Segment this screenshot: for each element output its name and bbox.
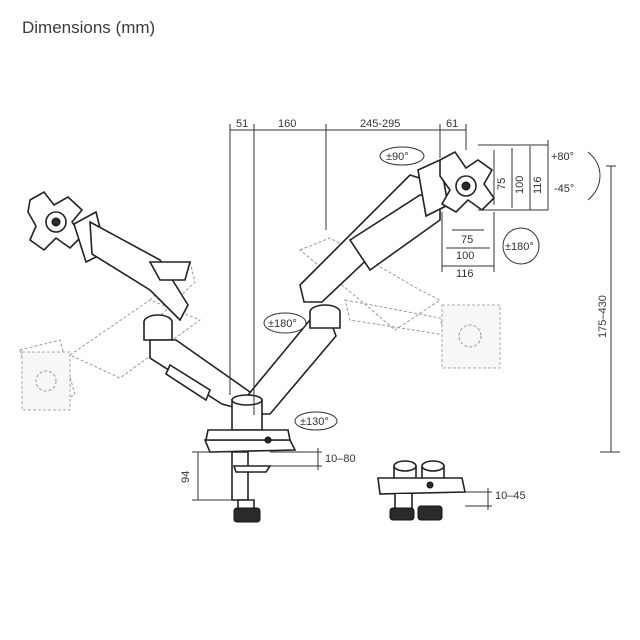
tilt-arrow [587, 151, 601, 201]
rotation-180-mid-label: ±180° [268, 318, 297, 330]
dim-245-295: 245-295 [360, 118, 400, 130]
dim-61: 61 [446, 118, 458, 130]
top-dimension-lines [229, 124, 467, 415]
left-vesa-plate [27, 190, 84, 252]
rotation-180-right-label: ±180° [505, 241, 534, 253]
right-upper-arm [299, 174, 441, 303]
page-title: Dimensions (mm) [22, 18, 156, 37]
dim-160: 160 [278, 118, 296, 130]
vesa-h75: 75 [496, 178, 508, 190]
rotation-90-arrow [379, 146, 425, 166]
left-elbow-joint [143, 314, 173, 341]
clamp-range-label: 10–80 [325, 453, 356, 465]
rotation-130-arrow [294, 411, 338, 431]
tilt-down-label: -45° [554, 183, 574, 195]
clamp-height-dim [192, 451, 232, 501]
clamp-range-dim [270, 448, 322, 470]
right-vesa-plate [439, 150, 496, 213]
height-range-line [600, 165, 620, 453]
height-range-label: 175–430 [597, 295, 609, 338]
right-elbow-joint [309, 304, 341, 329]
ghost-right-vesa-plate [441, 304, 501, 369]
rotation-90-label: ±90° [386, 151, 409, 163]
vesa-w100: 100 [456, 250, 474, 262]
vesa-horizontal-dims [441, 212, 495, 272]
ghost-right-arm [299, 237, 446, 336]
center-pole [231, 394, 263, 431]
desk-clamp [231, 451, 272, 523]
vesa-h116: 116 [532, 176, 544, 194]
rotation-130-label: ±130° [300, 416, 329, 428]
desk-base [203, 429, 297, 453]
vesa-vertical-dims [478, 140, 549, 211]
left-forearm [149, 339, 251, 411]
left-upper-arm [89, 220, 192, 322]
clamp-height-label: 94 [180, 471, 192, 483]
dim-51: 51 [236, 118, 248, 130]
grommet-range-dim [465, 488, 492, 510]
grommet-base [377, 460, 466, 521]
vesa-w75: 75 [461, 234, 473, 246]
vesa-w116: 116 [456, 268, 474, 280]
rotation-180-right-arrow [502, 227, 540, 265]
ghost-left-vesa-plate [21, 351, 71, 411]
grommet-range-label: 10–45 [495, 490, 526, 502]
rotation-180-mid-arrow [263, 312, 307, 334]
tilt-up-label: +80° [551, 151, 574, 163]
vesa-h100: 100 [514, 176, 526, 194]
